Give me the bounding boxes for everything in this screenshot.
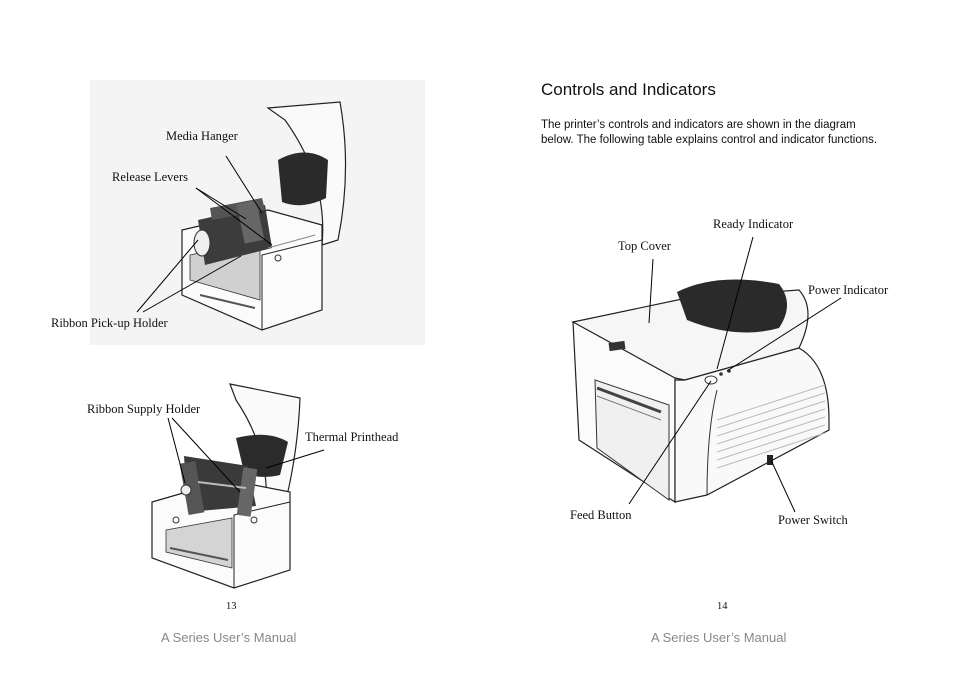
label-thermal-printhead: Thermal Printhead [305,430,399,444]
label-feed-button: Feed Button [570,508,632,522]
label-power-switch: Power Switch [778,513,848,527]
intro-paragraph: The printer’s controls and indicators ar… [541,119,878,146]
figure2-callouts [167,417,325,493]
label-ribbon-supply-holder: Ribbon Supply Holder [87,402,201,416]
label-power-indicator: Power Indicator [808,283,889,297]
footer-title: A Series User’s Manual [651,630,787,645]
page-number: 13 [226,601,237,612]
section-heading: Controls and Indicators [541,80,716,99]
left-page: Media Hanger Release Levers Ribbon Pick-… [51,80,425,645]
page-number: 14 [717,601,728,612]
label-top-cover: Top Cover [618,239,671,253]
label-ready-indicator: Ready Indicator [713,217,794,231]
printer-ribbon-figure [151,383,301,589]
right-page: Controls and Indicators The printer’s co… [477,0,954,675]
footer-title: A Series User’s Manual [161,630,297,645]
figure1-callouts [136,155,273,313]
printer-closed-figure [571,279,830,504]
label-ribbon-pickup-holder: Ribbon Pick-up Holder [51,316,168,330]
label-release-levers: Release Levers [112,170,189,184]
figure3-callouts [628,236,842,513]
label-media-hanger: Media Hanger [166,129,238,143]
